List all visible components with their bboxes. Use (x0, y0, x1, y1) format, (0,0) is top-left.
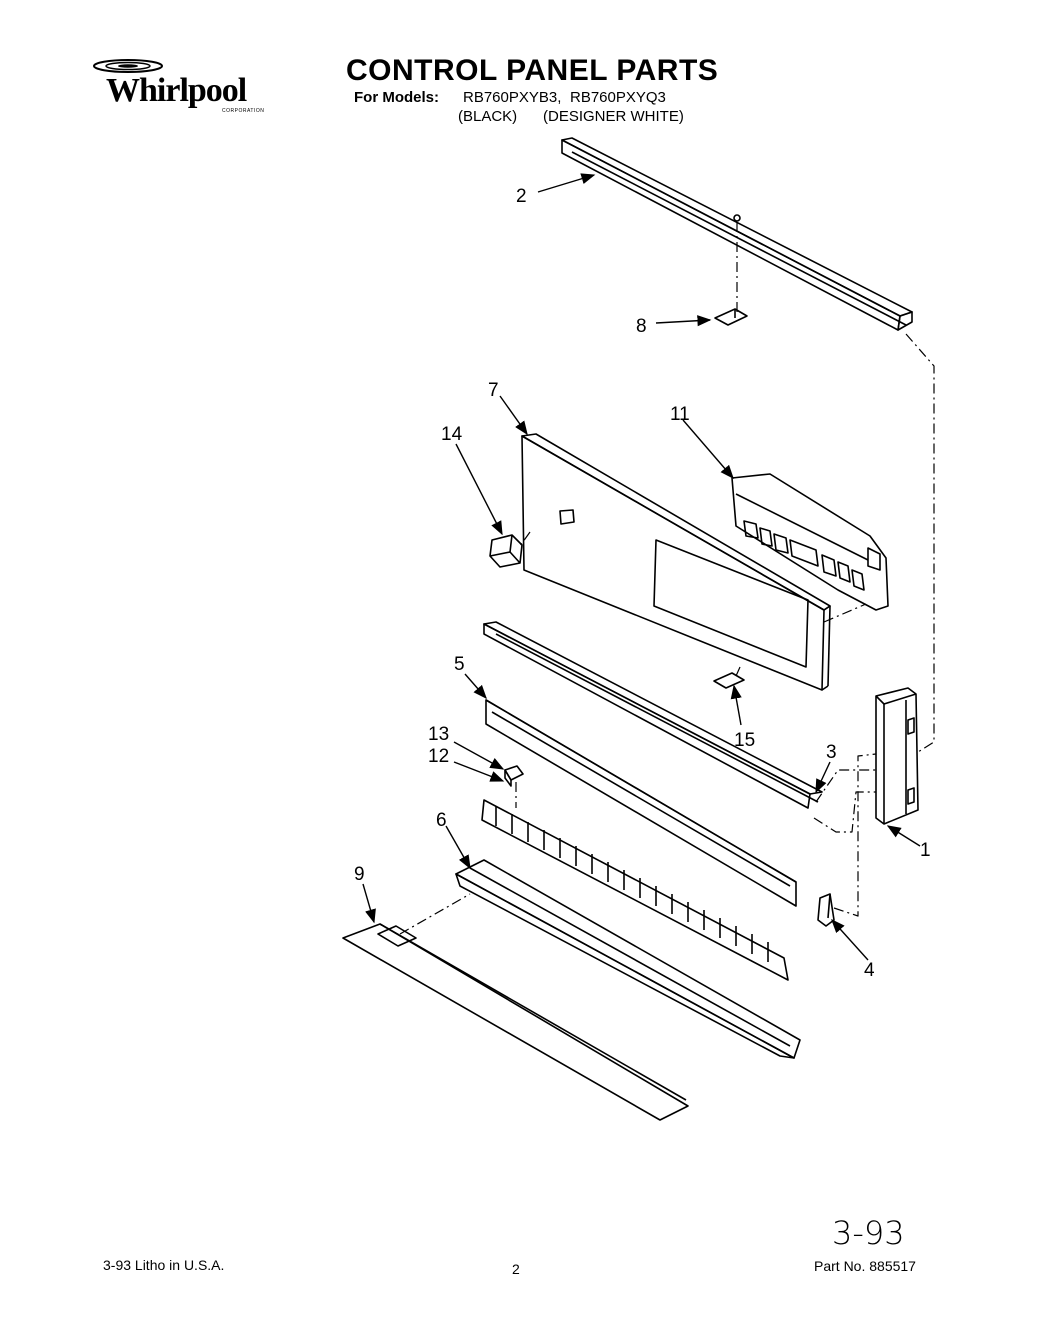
part-6-bracket (455, 859, 801, 1059)
part-5-strip (485, 699, 797, 907)
callout-12: 12 (428, 746, 449, 767)
callout-2: 2 (516, 186, 527, 207)
logo-swirl-icon (93, 59, 163, 73)
callout-8: 8 (636, 316, 647, 337)
callout-6: 6 (436, 810, 447, 831)
footer-litho: 3-93 Litho in U.S.A. (103, 1257, 225, 1273)
callout-9: 9 (354, 864, 365, 885)
callout-15: 15 (734, 730, 755, 751)
part-12-13-switch (504, 765, 524, 787)
logo-brand-text: Whirlpool (106, 72, 247, 109)
part-15-clip (713, 672, 745, 689)
model-number-white: RB760PXYQ3 (570, 89, 666, 106)
part-14-knob (489, 534, 523, 568)
callout-4: 4 (864, 960, 875, 981)
part-9-bottom-panel (342, 923, 689, 1121)
callout-3: 3 (826, 742, 837, 763)
part-6-vented-strip (481, 799, 789, 981)
callout-13: 13 (428, 724, 449, 745)
models-label: For Models: (354, 89, 439, 106)
callout-7: 7 (488, 380, 499, 401)
model-color-black: (BLACK) (458, 108, 518, 125)
part-1-side-bracket (875, 687, 919, 825)
model-number-black: RB760PXYB3, (463, 89, 562, 106)
model-color-white: (DESIGNER WHITE) (543, 108, 684, 125)
part-11-electronic-control (731, 473, 889, 611)
callout-1: 1 (920, 840, 931, 861)
footer-part-number: Part No. 885517 (814, 1258, 916, 1274)
part-2-top-trim (561, 137, 913, 331)
leader-arrows (362, 173, 921, 961)
page-title: CONTROL PANEL PARTS (346, 54, 719, 87)
callout-5: 5 (454, 654, 465, 675)
part-3-lower-trim (483, 621, 823, 809)
whirlpool-logo: Whirlpool CORPORATION (88, 52, 268, 122)
part-8-clip (714, 308, 748, 326)
logo-corporation-text: CORPORATION (222, 108, 265, 114)
alignment-lines (399, 222, 935, 935)
callout-11: 11 (670, 404, 690, 425)
part-4-small-bracket (817, 893, 835, 927)
part-7-control-panel (521, 433, 831, 691)
footer-page-number: 2 (512, 1261, 520, 1277)
handwritten-date: 3-93 (832, 1214, 905, 1252)
callout-14: 14 (441, 424, 463, 445)
